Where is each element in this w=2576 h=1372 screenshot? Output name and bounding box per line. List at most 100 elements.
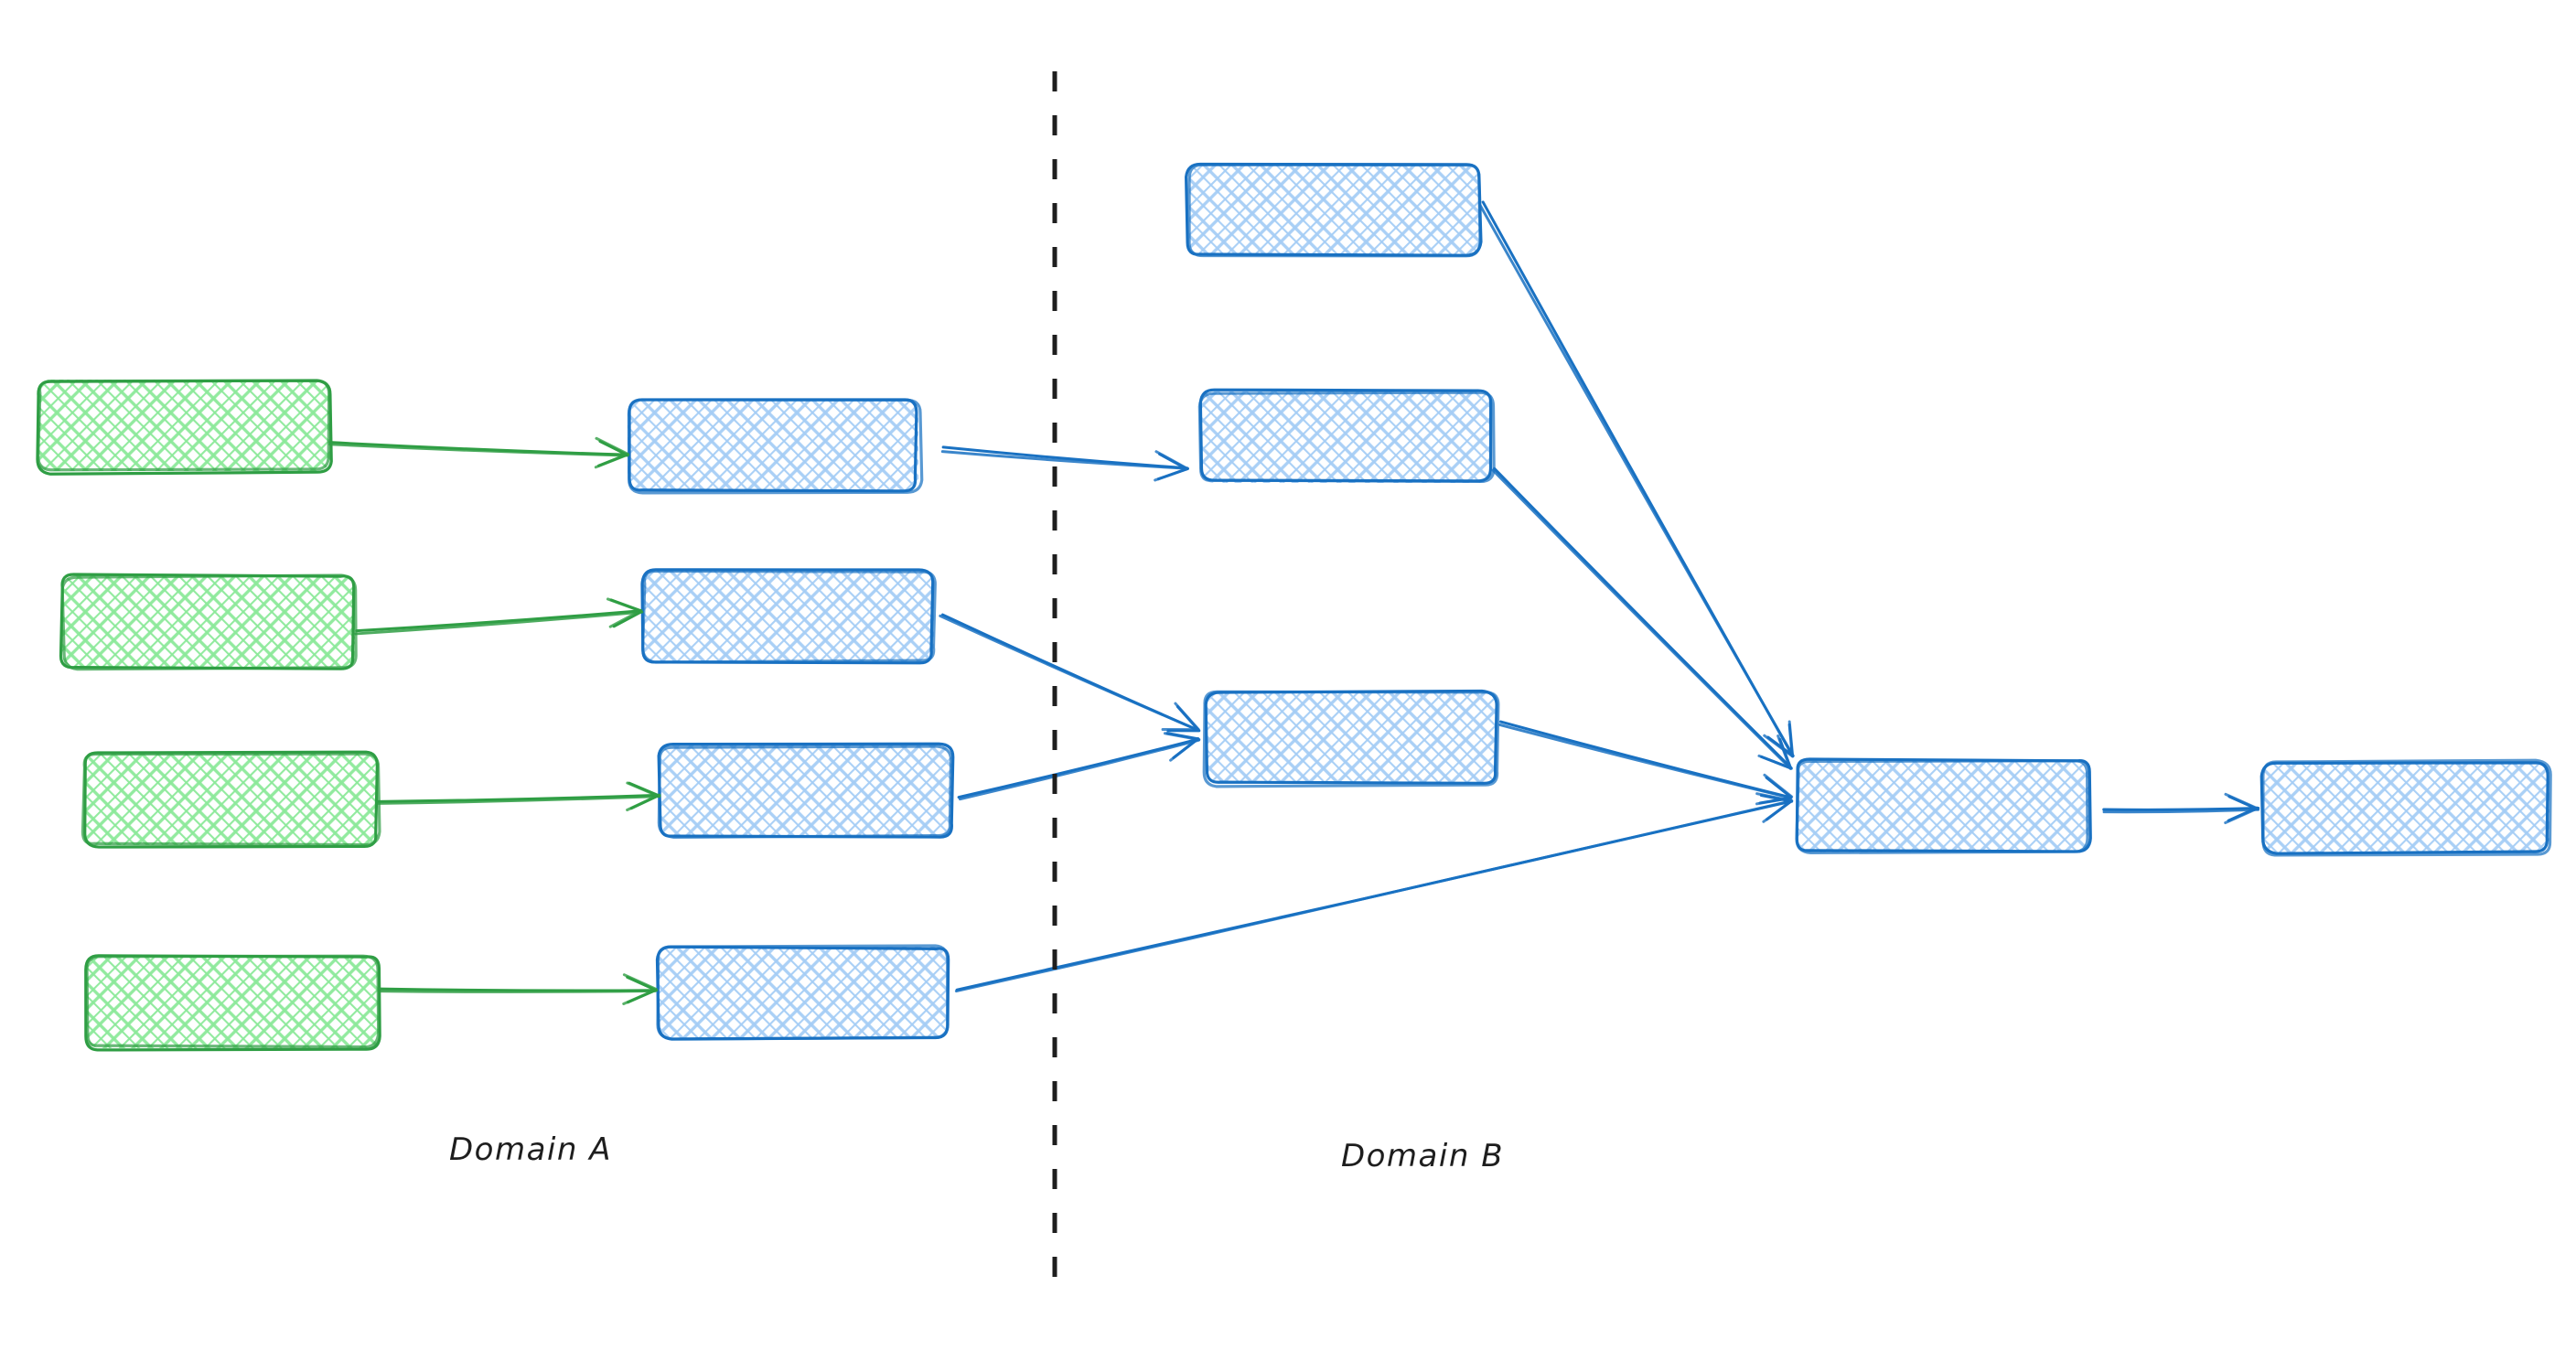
node-fill-hatch-b — [1206, 691, 1497, 783]
edge-line — [958, 738, 1201, 801]
edge-arrowhead — [1169, 737, 1200, 762]
node-outline — [657, 742, 955, 839]
node-outline — [1204, 689, 1498, 785]
node-a-proc-2[interactable] — [639, 567, 938, 666]
node-outline — [1202, 690, 1500, 788]
node-outline — [627, 398, 924, 495]
node-b-node-2[interactable] — [1197, 388, 1496, 487]
edge-arrowhead — [2224, 807, 2259, 825]
edge-e5 — [940, 445, 1189, 482]
node-b-node-1[interactable] — [1185, 161, 1484, 260]
edge-line — [1498, 723, 1792, 799]
node-fill — [1798, 761, 2088, 852]
edge-e2 — [354, 597, 644, 636]
node-outline — [1197, 391, 1496, 484]
node-outline — [641, 569, 937, 664]
node-a-proc-4[interactable] — [654, 943, 952, 1042]
node-fill — [1189, 165, 1480, 256]
node-outline — [657, 745, 953, 840]
edge-line — [355, 609, 642, 633]
node-fill-hatch-b — [1189, 165, 1480, 256]
node-b-output[interactable] — [2258, 758, 2553, 857]
edge-arrowhead — [1154, 466, 1189, 482]
node-outline — [80, 752, 381, 847]
edge-arrowhead — [606, 597, 642, 613]
edge-line — [1493, 466, 1793, 770]
edge-line — [1478, 203, 1795, 757]
node-a-src-1[interactable] — [34, 376, 334, 476]
node-outline — [1187, 163, 1482, 258]
edge-e6 — [939, 613, 1201, 733]
edge-line — [939, 614, 1199, 732]
node-fill — [84, 754, 377, 845]
node-outline — [656, 944, 950, 1041]
node-fill-hatch-b — [660, 745, 951, 837]
node-fill — [643, 571, 934, 662]
edge-arrowhead — [595, 436, 629, 456]
node-fill-hatch-b — [62, 575, 355, 667]
edge-arrowhead — [1763, 773, 1794, 799]
edges-layer — [328, 200, 2260, 1005]
edge-line — [328, 443, 629, 457]
edge-arrowhead — [612, 610, 643, 628]
edge-arrowhead — [594, 453, 630, 469]
edge-line — [2102, 808, 2260, 814]
edge-e8 — [1478, 200, 1795, 758]
edge-arrowhead — [608, 608, 643, 628]
node-outline — [2261, 758, 2552, 857]
node-a-src-3[interactable] — [80, 750, 381, 849]
edge-line — [940, 450, 1189, 470]
edge-e11 — [954, 792, 1794, 993]
edge-line — [1491, 468, 1792, 770]
edge-arrowhead — [1787, 720, 1795, 758]
node-fill-hatch-b — [84, 754, 377, 845]
node-a-proc-3[interactable] — [657, 742, 955, 841]
edge-e10 — [1498, 720, 1794, 806]
edge-e1 — [328, 436, 630, 469]
node-a-src-2[interactable] — [59, 572, 359, 671]
edge-arrowhead — [622, 973, 658, 991]
edge-e7 — [957, 732, 1201, 801]
node-fill-hatch-b — [38, 380, 330, 471]
edge-arrowhead — [1755, 792, 1793, 802]
node-outline — [60, 573, 358, 671]
node-fill-hatch-b — [658, 947, 949, 1038]
edge-line — [377, 795, 660, 805]
edge-arrowhead — [1776, 734, 1792, 770]
edge-line — [957, 737, 1200, 799]
edge-e12 — [2102, 792, 2260, 825]
node-fill — [62, 575, 355, 667]
edge-arrowhead — [2224, 792, 2259, 810]
labels-layer: Domain A Domain B — [449, 1131, 1504, 1174]
node-fill — [658, 947, 949, 1038]
nodes-layer — [34, 161, 2553, 1052]
node-fill-hatch-b — [1201, 391, 1492, 483]
node-a-src-4[interactable] — [83, 953, 383, 1052]
node-fill-hatch-b — [643, 571, 934, 662]
node-b-merge[interactable] — [1794, 757, 2092, 856]
node-fill — [87, 957, 380, 1048]
node-a-proc-1[interactable] — [624, 396, 924, 495]
edge-arrowhead — [622, 988, 658, 1005]
edge-arrowhead — [1763, 734, 1794, 758]
node-fill-hatch-b — [2261, 762, 2549, 853]
edge-arrowhead — [1163, 732, 1201, 742]
edge-arrowhead — [1174, 702, 1200, 731]
edge-arrowhead — [1154, 450, 1188, 470]
node-b-node-3[interactable] — [1202, 688, 1500, 788]
edge-e9 — [1491, 466, 1793, 770]
node-fill-hatch-b — [628, 400, 918, 491]
label-domain-b: Domain B — [1341, 1138, 1504, 1174]
edge-e3 — [376, 781, 661, 811]
node-fill — [628, 400, 918, 491]
edge-line — [2102, 806, 2260, 811]
node-fill — [38, 380, 330, 471]
node-outline — [1795, 759, 2089, 855]
edge-e4 — [379, 973, 659, 1005]
edge-line — [954, 799, 1793, 993]
label-domain-a: Domain A — [449, 1131, 612, 1168]
node-outline — [85, 954, 381, 1049]
edge-arrowhead — [1762, 799, 1793, 823]
